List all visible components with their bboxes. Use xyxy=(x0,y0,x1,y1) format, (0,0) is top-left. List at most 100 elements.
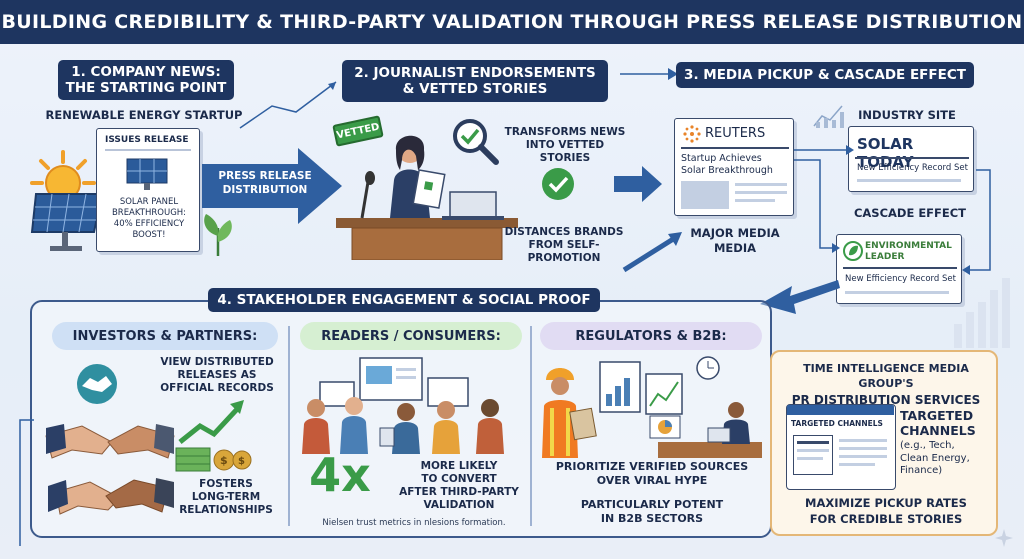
arrow-to-stakeholders xyxy=(760,280,840,314)
step2-note1-line2: INTO VETTED STORIES xyxy=(525,139,605,165)
readers-illustration xyxy=(302,357,504,454)
distribution-arrow-label: PRESS RELEASE DISTRIBUTION xyxy=(210,170,320,197)
doc-line2: BREAKTHROUGH: xyxy=(111,208,187,219)
major-media-headline: Startup Achieves Solar Breakthrough xyxy=(681,153,773,177)
env-brand: ENVIRONMENTAL LEADER xyxy=(865,241,952,263)
cascade-caption: CASCADE EFFECT xyxy=(853,206,967,220)
industry-site-newspaper: SOLAR TODAY New Efficiency Record Set xyxy=(848,126,974,192)
investors-foot-line2: LONG-TERM xyxy=(191,491,261,504)
doc-header: ISSUES RELEASE xyxy=(105,135,189,145)
newspaper-text-line xyxy=(735,191,787,194)
channels-detail-line3: Finance) xyxy=(900,465,943,476)
readers-stat-line2: TO CONVERT xyxy=(421,473,497,486)
regulators-note-line2: OVER VIRAL HYPE xyxy=(596,473,708,487)
arrow-to-media xyxy=(614,166,662,202)
newspaper-text-line xyxy=(845,291,949,294)
arrow-up-to-media xyxy=(622,232,682,273)
check-circle-icon xyxy=(542,168,574,200)
readers-stat-line4: VALIDATION xyxy=(423,499,495,512)
regulators-note-line1: PRIORITIZE VERIFIED SOURCES xyxy=(555,460,749,473)
step1-label-line2: THE STARTING POINT xyxy=(65,80,227,96)
env-brand-line1: ENVIRONMENTAL xyxy=(865,241,952,251)
env-brand-line2: LEADER xyxy=(865,251,905,262)
distribution-line2: DISTRIBUTION xyxy=(222,183,308,196)
investors-foot-line3: RELATIONSHIPS xyxy=(179,504,273,517)
connector-arrow-2-3 xyxy=(620,68,678,80)
text-line xyxy=(839,455,887,458)
industry-headline: New Efficiency Record Set xyxy=(857,163,968,173)
investors-foot: FOSTERS LONG-TERM RELATIONSHIPS xyxy=(176,478,276,517)
flow-line-left xyxy=(19,419,34,546)
money-growth-icon: $ $ xyxy=(175,400,252,472)
readers-title: READERS / CONSUMERS: xyxy=(300,322,522,350)
step3-label: 3. MEDIA PICKUP & CASCADE EFFECT xyxy=(676,62,974,88)
doc-line1: SOLAR PANEL xyxy=(119,197,179,207)
svg-text:$: $ xyxy=(220,454,228,467)
text-line xyxy=(839,439,887,442)
sparkle-icon xyxy=(995,529,1013,547)
distribution-line1: PRESS RELEASE xyxy=(218,170,312,182)
browser-window: TARGETED CHANNELS xyxy=(786,404,896,490)
text-line xyxy=(839,463,875,466)
journalist-podium-illustration xyxy=(336,135,518,260)
regulators-title: REGULATORS & B2B: xyxy=(540,322,762,350)
step2-note2: DISTANCES BRANDS FROM SELF-PROMOTION xyxy=(494,226,634,265)
pr-services-card: TIME INTELLIGENCE MEDIA GROUP'S PR DISTR… xyxy=(770,350,998,536)
services-foot-line1: MAXIMIZE PICKUP RATES xyxy=(805,496,967,510)
step2-label-line2: & VETTED STORIES xyxy=(402,81,548,97)
step2-note2-line1: DISTANCES BRANDS xyxy=(504,226,624,238)
text-line xyxy=(839,447,887,450)
env-headline: New Efficiency Record Set xyxy=(845,274,956,284)
investors-title: INVESTORS & PARTNERS: xyxy=(52,322,278,350)
major-headline-line2: Solar Breakthrough xyxy=(681,164,773,176)
doc-thumb-line xyxy=(797,449,829,452)
channels-title-line1: TARGETED xyxy=(900,408,974,423)
column-divider xyxy=(288,326,290,526)
investors-note-line3: OFFICIAL RECORDS xyxy=(160,382,274,395)
channels-detail: (e.g., Tech, Clean Energy, Finance) xyxy=(900,440,996,478)
services-title: TIME INTELLIGENCE MEDIA GROUP'S PR DISTR… xyxy=(778,362,994,408)
handshake-badge-icon xyxy=(77,364,117,404)
step1-label-line1: 1. COMPANY NEWS: xyxy=(71,63,221,80)
plant-icon xyxy=(204,214,232,256)
step2-label: 2. JOURNALIST ENDORSEMENTS & VETTED STOR… xyxy=(342,60,608,102)
step2-note2-line2: FROM SELF-PROMOTION xyxy=(527,239,601,265)
doc-headline: SOLAR PANEL BREAKTHROUGH: 40% EFFICIENCY… xyxy=(101,197,197,241)
services-title-line2: PR DISTRIBUTION SERVICES xyxy=(791,392,981,407)
channels-title-line2: CHANNELS xyxy=(900,423,976,438)
step2-label-line1: 2. JOURNALIST ENDORSEMENTS xyxy=(354,64,596,81)
doc-line3: 40% EFFICIENCY BOOST! xyxy=(113,219,185,241)
newspaper-text-line xyxy=(735,183,787,186)
major-media-newspaper: REUTERS Startup Achieves Solar Breakthro… xyxy=(674,118,794,216)
doc-solar-icon xyxy=(126,158,168,190)
newspaper-photo xyxy=(681,181,729,209)
leaf-logo-icon xyxy=(843,241,863,261)
channels-detail-line1: (e.g., Tech, xyxy=(900,440,955,451)
page-title: BUILDING CREDIBILITY & THIRD-PARTY VALID… xyxy=(0,0,1024,44)
regulators-foot: PARTICULARLY POTENT IN B2B SECTORS xyxy=(538,498,766,526)
investors-note: VIEW DISTRIBUTED RELEASES AS OFFICIAL RE… xyxy=(156,356,278,395)
connector-arrow-1-2 xyxy=(239,81,337,129)
channels-title: TARGETED CHANNELS xyxy=(900,408,996,438)
background-bar-chart xyxy=(954,278,1010,348)
investors-foot-line1: FOSTERS xyxy=(199,478,253,490)
readers-stat: 4x xyxy=(309,448,371,502)
browser-titlebar xyxy=(787,405,894,415)
doc-thumb-line xyxy=(797,441,829,444)
channels-detail-line2: Clean Energy, xyxy=(900,452,970,464)
readers-source: Nielsen trust metrics in nlesions format… xyxy=(322,518,506,528)
step2-note1-line1: TRANSFORMS NEWS xyxy=(504,126,626,138)
readers-stat-desc: MORE LIKELY TO CONVERT AFTER THIRD-PARTY… xyxy=(396,460,522,513)
reuters-logo-icon xyxy=(683,125,701,143)
services-title-line1: TIME INTELLIGENCE MEDIA GROUP'S xyxy=(803,362,969,390)
readers-stat-line3: AFTER THIRD-PARTY xyxy=(399,486,519,499)
distribution-arrow xyxy=(202,148,342,224)
newspaper-text-line xyxy=(857,179,961,182)
browser-label: TARGETED CHANNELS xyxy=(791,419,883,428)
readers-stat-line1: MORE LIKELY xyxy=(420,460,498,472)
doc-rule xyxy=(105,149,191,151)
investors-note-line2: RELEASES AS xyxy=(177,369,257,382)
step1-label: 1. COMPANY NEWS: THE STARTING POINT xyxy=(58,60,234,100)
growth-chart-icon xyxy=(813,105,844,128)
newspaper-rule xyxy=(855,157,969,159)
